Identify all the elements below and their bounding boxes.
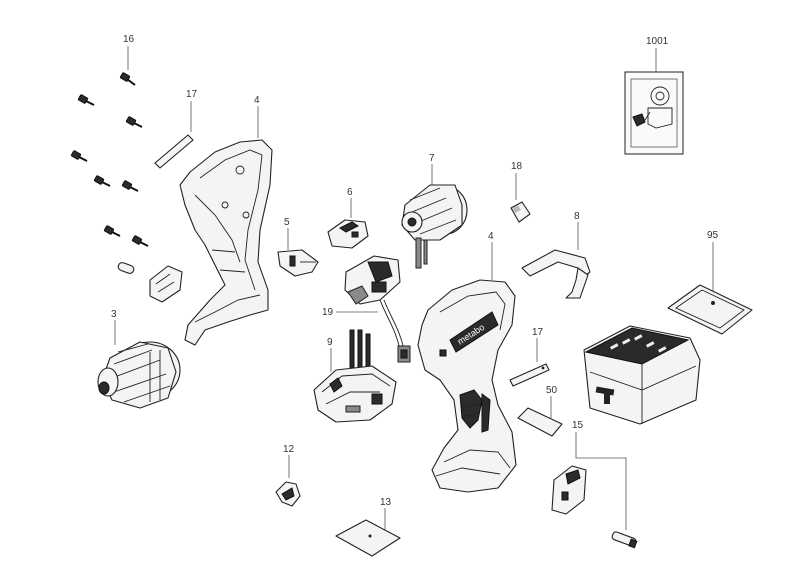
label-5: 5	[284, 217, 290, 228]
part-95-cover-plate	[667, 242, 753, 335]
label-18: 18	[511, 161, 523, 172]
label-15: 15	[572, 420, 584, 431]
label-17-top: 17	[186, 89, 198, 100]
part-4-housing-left-half	[179, 106, 273, 346]
label-95: 95	[707, 230, 719, 241]
part-5-selector	[277, 228, 319, 277]
part-bumper	[149, 265, 183, 303]
part-9-electronics	[313, 329, 397, 423]
part-1001-manual	[624, 48, 684, 155]
label-50: 50	[546, 385, 558, 396]
part-switch-module	[344, 255, 401, 305]
label-13: 13	[380, 497, 392, 508]
part-3-gearbox	[97, 320, 181, 409]
part-13-flat-plate	[335, 508, 401, 557]
part-pin	[117, 262, 135, 274]
label-3: 3	[111, 309, 117, 320]
part-4-housing-right-half: metabo	[417, 242, 517, 493]
part-16-screws	[70, 46, 149, 247]
label-9: 9	[327, 337, 333, 348]
label-6: 6	[347, 187, 353, 198]
label-17-right: 17	[532, 327, 544, 338]
part-6-switch-cover	[327, 198, 369, 249]
part-12-spring-clip	[275, 455, 301, 507]
label-1001: 1001	[646, 36, 669, 47]
label-4-right: 4	[488, 231, 494, 242]
label-8: 8	[574, 211, 580, 222]
part-15-bit-holder	[551, 432, 638, 549]
part-17-label-strip-right	[509, 338, 550, 387]
part-18-pad	[510, 173, 531, 223]
part-8-belt-clip	[521, 222, 591, 299]
part-17-label-strip	[154, 101, 194, 169]
part-50-label-plate	[517, 396, 563, 437]
label-19: 19	[322, 307, 334, 318]
label-7: 7	[429, 153, 435, 164]
label-4-top: 4	[254, 95, 260, 106]
label-12: 12	[283, 444, 295, 455]
part-19-wire-harness	[336, 299, 411, 363]
part-7-motor	[401, 164, 468, 269]
label-16: 16	[123, 34, 135, 45]
part-battery-pack	[583, 325, 701, 425]
